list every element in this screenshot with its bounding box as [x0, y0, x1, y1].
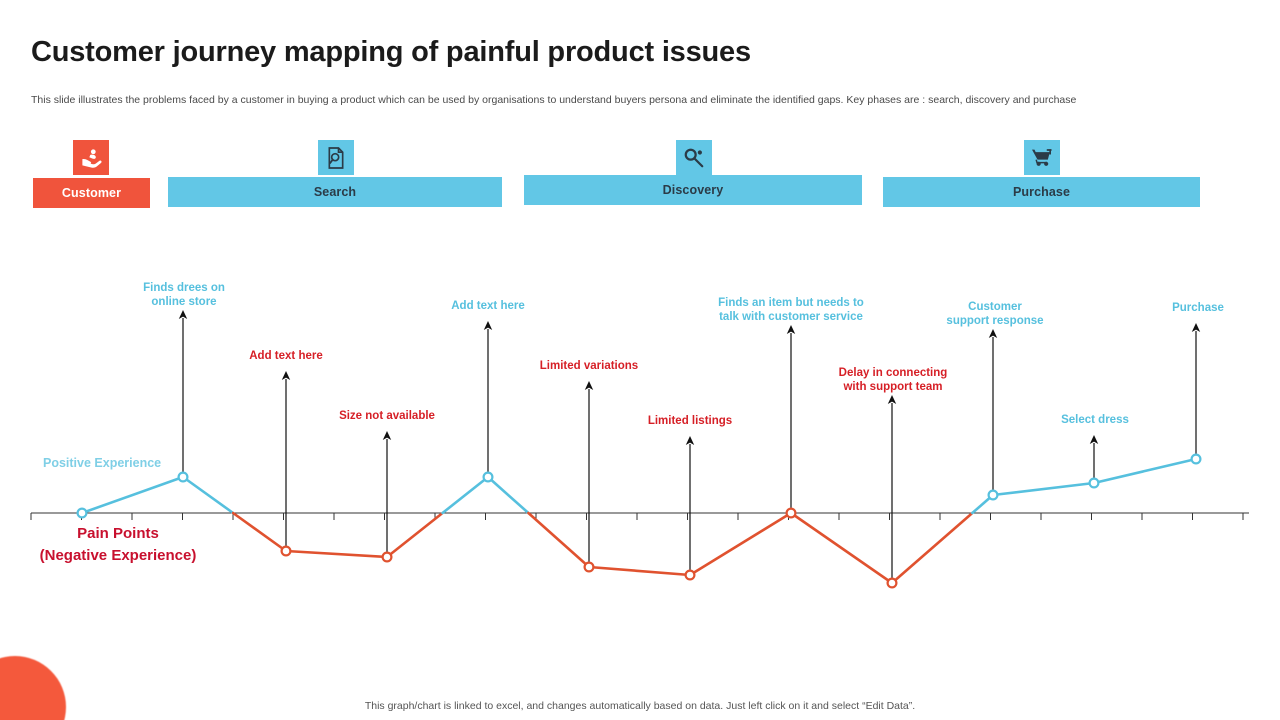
- chart-line-segment: [284, 549, 389, 559]
- chart-line-segment: [385, 511, 444, 559]
- magnifier-key-icon: [676, 140, 712, 175]
- annotation-arrow-head: [382, 431, 392, 440]
- annotation-arrow-head: [988, 329, 998, 338]
- chart-annotation-label: Finds drees on online store: [143, 282, 225, 309]
- chart-line-segment: [1092, 457, 1198, 485]
- chart-data-point[interactable]: [684, 569, 696, 581]
- document-search-icon: [318, 140, 354, 175]
- pain-points-label: Pain Points (Negative Experience): [39, 525, 197, 564]
- chart-line-segment: [80, 475, 185, 515]
- chart-annotation-label: Purchase: [1172, 302, 1224, 314]
- phase-bar-discovery[interactable]: Discovery: [524, 175, 862, 205]
- chart-line-segment: [587, 565, 692, 577]
- phase-bar-purchase[interactable]: Purchase: [883, 177, 1200, 207]
- chart-annotation-label: Customer support response: [946, 301, 1044, 328]
- positive-experience-label: Positive Experience: [43, 456, 162, 470]
- annotation-arrow-head: [1089, 435, 1099, 444]
- chart-data-point[interactable]: [886, 577, 898, 589]
- chart-annotation-label: Add text here: [451, 300, 525, 312]
- chart-data-point[interactable]: [1088, 477, 1100, 489]
- annotation-arrow-head: [1191, 323, 1201, 332]
- chart-annotation-label: Select dress: [1061, 414, 1129, 426]
- phase-bar-label: Search: [313, 185, 357, 199]
- chart-annotation-label: Limited variations: [539, 360, 639, 372]
- chart-line-segment: [890, 511, 974, 585]
- phase-bar-search[interactable]: Search: [168, 177, 502, 207]
- journey-chart: [0, 250, 1280, 650]
- chart-line-segment: [991, 481, 1096, 497]
- chart-line-segment: [441, 475, 490, 515]
- annotation-arrow-head: [887, 395, 897, 404]
- chart-annotation-label: Size not available: [339, 410, 435, 422]
- chart-data-point[interactable]: [583, 561, 595, 573]
- shopping-cart-icon: [1024, 140, 1060, 175]
- phase-bar-label: Purchase: [1012, 185, 1071, 199]
- footer-note: This graph/chart is linked to excel, and…: [364, 700, 916, 712]
- chart-annotation-label: Finds an item but needs to talk with cus…: [718, 297, 864, 324]
- chart-data-point[interactable]: [482, 471, 494, 483]
- chart-data-point[interactable]: [76, 507, 88, 519]
- annotation-arrow-head: [685, 436, 695, 445]
- chart-line-segment: [231, 511, 288, 553]
- chart-line-segment: [789, 511, 894, 585]
- journey-chart-svg: [30, 310, 1249, 589]
- chart-data-point[interactable]: [785, 507, 797, 519]
- annotation-arrow-head: [584, 381, 594, 390]
- chart-line-segment: [181, 475, 235, 515]
- annotation-arrow-head: [281, 371, 291, 380]
- chart-data-point[interactable]: [987, 489, 999, 501]
- phase-bar-label: Customer: [61, 186, 122, 200]
- annotation-arrow-head: [786, 325, 796, 334]
- annotation-arrow-head: [483, 321, 493, 330]
- chart-data-point[interactable]: [381, 551, 393, 563]
- hand-holding-person-icon: [73, 140, 109, 175]
- phase-bar-label: Discovery: [662, 183, 724, 197]
- chart-line-segment: [486, 475, 530, 515]
- page-title: Customer journey mapping of painful prod…: [31, 36, 751, 68]
- chart-data-point[interactable]: [177, 471, 189, 483]
- chart-data-point[interactable]: [1190, 453, 1202, 465]
- chart-annotation-label: Limited listings: [647, 415, 733, 427]
- page-subtitle: This slide illustrates the problems face…: [31, 94, 1077, 106]
- chart-annotation-label: Add text here: [249, 350, 323, 362]
- phase-bar-customer[interactable]: Customer: [33, 178, 150, 208]
- chart-line-segment: [688, 511, 793, 577]
- chart-data-point[interactable]: [280, 545, 292, 557]
- chart-line-segment: [527, 511, 591, 569]
- annotation-arrow-head: [178, 310, 188, 319]
- chart-annotation-label: Delay in connecting with support team: [838, 367, 948, 394]
